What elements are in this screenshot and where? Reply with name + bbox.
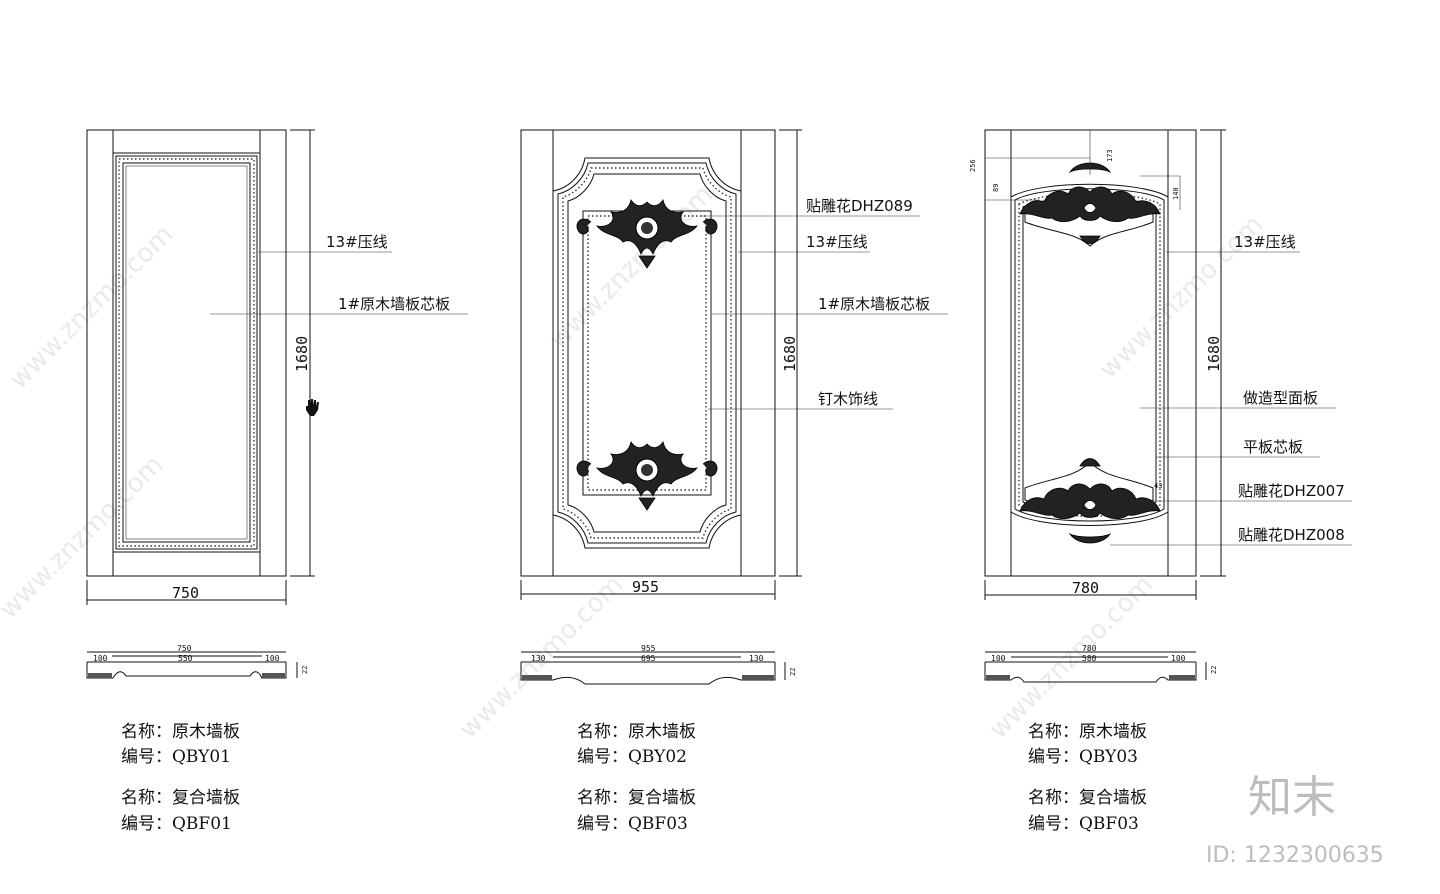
height-dimension: 1680 [1205,336,1223,372]
section-left: 130 [531,654,546,663]
panel-3-info: 名称：原木墙板 编号：QBY03 名称：复合墙板 编号：QBF03 [1028,722,1147,834]
dim-43: 43 [1154,482,1162,490]
svg-text:编号：QBY02: 编号：QBY02 [577,747,687,767]
svg-text:名称：原木墙板: 名称：原木墙板 [121,722,240,742]
callout-label: 13#压线 [1234,233,1296,251]
width-dimension: 780 [1072,579,1099,597]
panel-2-dimensions: 955 1680 [520,129,802,600]
callout-label: 做造型面板 [1243,389,1318,407]
svg-text:编号：QBY03: 编号：QBY03 [1028,747,1138,767]
dim-173: 173 [1106,149,1114,162]
callout-label: 1#原木墙板芯板 [818,295,930,313]
panel-1-info: 名称：原木墙板 编号：QBY01 名称：复合墙板 编号：QBF01 [121,722,240,834]
hand-cursor-icon [306,399,319,416]
watermark-text: www.znzmo.com [0,450,169,625]
panel-2-callouts: 贴雕花DHZ089 13#压线 1#原木墙板芯板 钉木饰线 [700,197,948,410]
section-middle: 580 [1082,654,1097,663]
callout-label: 贴雕花DHZ008 [1238,526,1345,544]
section-left: 100 [93,654,108,663]
panel-2-info: 名称：原木墙板 编号：QBY02 名称：复合墙板 编号：QBF03 [577,722,696,834]
panel-2-elevation [520,129,776,577]
callout-label: 贴雕花DHZ007 [1238,482,1345,500]
svg-text:编号：QBF03: 编号：QBF03 [1028,814,1139,834]
callout-label: 1#原木墙板芯板 [338,295,450,313]
section-right: 130 [749,654,764,663]
asset-id: ID: 1232300635 [1206,843,1384,868]
callout-label: 贴雕花DHZ089 [806,197,913,215]
width-dimension: 750 [172,584,199,602]
panel-3-elevation [984,129,1197,577]
svg-text:名称：原木墙板: 名称：原木墙板 [1028,722,1147,742]
height-dimension: 1680 [293,336,311,372]
panel-3-section: 780 100 580 100 22 [984,644,1218,683]
watermark-text: www.znzmo.com [4,220,179,395]
section-thickness: 22 [789,668,797,676]
svg-text:名称：原木墙板: 名称：原木墙板 [577,722,696,742]
svg-text:名称：复合墙板: 名称：复合墙板 [577,788,696,808]
section-total: 955 [641,644,656,653]
width-dimension: 955 [632,578,659,596]
section-thickness: 22 [301,666,309,674]
section-left: 100 [991,654,1006,663]
dim-89: 89 [992,184,1000,192]
svg-text:编号：QBF01: 编号：QBF01 [121,814,232,834]
panel-3-dimensions: 780 1680 [984,129,1226,600]
svg-text:名称：复合墙板: 名称：复合墙板 [1028,788,1147,808]
dim-140: 140 [1172,187,1180,200]
section-right: 100 [1171,654,1186,663]
callout-label: 13#压线 [806,233,868,251]
section-middle: 695 [641,654,656,663]
panel-1-dimensions: 750 1680 [86,129,315,605]
callout-label: 13#压线 [326,233,388,251]
brand-logo: 知末 ID: 1232300635 [1206,772,1384,868]
svg-text:编号：QBF03: 编号：QBF03 [577,814,688,834]
callout-label: 钉木饰线 [818,390,878,408]
height-dimension: 1680 [781,336,799,372]
svg-text:名称：复合墙板: 名称：复合墙板 [121,788,240,808]
section-right: 100 [265,654,280,663]
svg-text:编号：QBY01: 编号：QBY01 [121,747,231,767]
section-total: 780 [1082,644,1097,653]
callout-label: 平板芯板 [1243,438,1303,456]
dim-256: 256 [969,159,977,172]
panel-3-callouts: 13#压线 做造型面板 平板芯板 贴雕花DHZ007 贴雕花DHZ008 [1110,233,1352,546]
panel-2-section: 955 130 695 130 22 [520,644,797,685]
panel-1-callouts: 13#压线 1#原木墙板芯板 [210,233,468,315]
section-middle: 550 [178,654,193,663]
logo-text: 知末 [1248,772,1336,823]
panel-1-section: 750 100 550 100 22 [86,644,309,679]
section-thickness: 22 [1210,666,1218,674]
section-total: 750 [177,644,192,653]
panel-1-elevation [86,129,287,577]
panel-3-top-dimensions: 256 89 173 140 43 [969,130,1181,490]
